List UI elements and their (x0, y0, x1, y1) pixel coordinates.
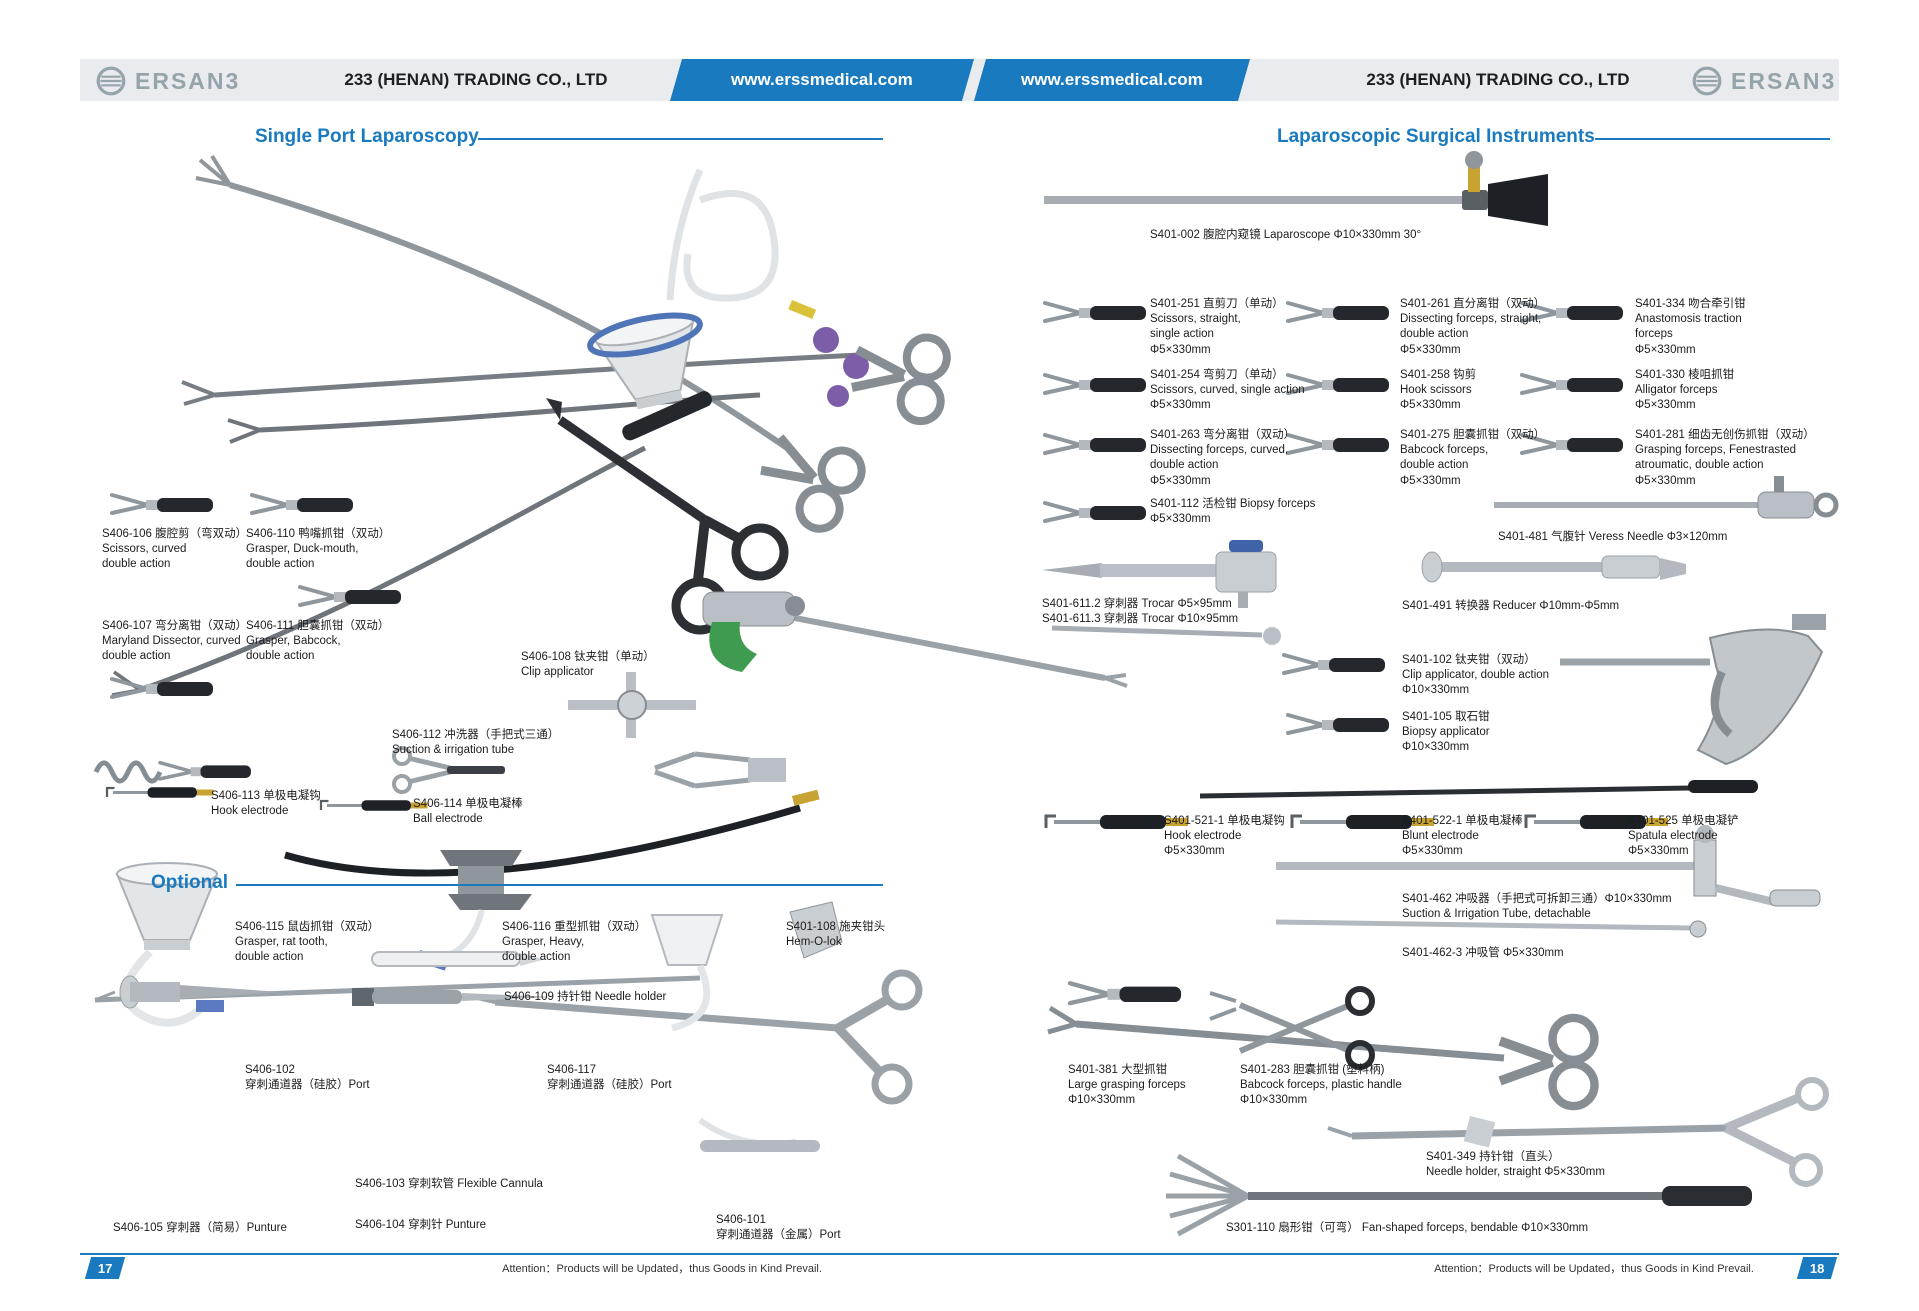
page-number-left: 17 (84, 1257, 126, 1279)
product-label-S401-481: S401-481 气腹针 Veress Needle Φ3×120mm (1498, 531, 1728, 543)
reducer-photo (1421, 551, 1686, 583)
product-label-S406-115: S406-115 鼠齿抓钳（双动）Grasper, rat tooth,doub… (235, 921, 380, 964)
single-port-assembly-photo (181, 154, 949, 536)
product-label-S401-283: S401-283 胆囊抓钳 (塑料柄)Babcock forceps, plas… (1240, 1064, 1402, 1107)
product-label-S401-261: S401-261 直分离钳（双动）Dissecting forceps, str… (1400, 298, 1546, 356)
product-label-S406-108: S406-108 钛夹钳（单动）Clip applicator (521, 651, 655, 679)
clip-applicator-gun-photo (1282, 614, 1826, 766)
babcock-grasper-photo (298, 585, 403, 607)
alligator-forceps-photo (1520, 373, 1625, 395)
brand-logo-text: ERSAN3 (135, 67, 241, 94)
product-label-S406-107: S406-107 弯分离钳（双动）Maryland Dissector, cur… (102, 620, 248, 663)
website-banner-right: www.erssmedical.com (973, 59, 1251, 101)
footer-rule (80, 1253, 1839, 1255)
suction-valve-photo (568, 672, 696, 738)
product-label-S401-251: S401-251 直剪刀（单动）Scissors, straight,singl… (1150, 298, 1284, 356)
section-title-left: Single Port Laparoscopy (255, 126, 479, 147)
brand-logo-icon (1692, 66, 1722, 96)
footer-note-right: Attention：Products will be Updated，thus … (1434, 1263, 1754, 1275)
brand-logo-right: ERSAN3 (1691, 63, 1836, 99)
trocar-photo (1041, 539, 1281, 645)
product-label-S406-111: S406-111 胆囊抓钳（双动）Grasper, Babcock,double… (246, 620, 390, 663)
dark-dissector-photo (546, 398, 789, 635)
babcock-forceps-photo (1286, 433, 1391, 455)
product-label-S401-263: S401-263 弯分离钳（双动）Dissecting forceps, cur… (1150, 429, 1296, 487)
website-url-left: www.erssmedical.com (731, 70, 913, 89)
product-label-S401-254: S401-254 弯剪刀（单动）Scissors, curved, single… (1150, 369, 1305, 412)
scissors-curved2-photo (1043, 373, 1148, 395)
section-title-optional: Optional (151, 872, 229, 893)
brand-logo-text: ERSAN3 (1731, 67, 1837, 94)
brand-logo-left: ERSAN3 (95, 63, 240, 99)
product-label-S406-116: S406-116 重型抓钳（双动）Grasper, Heavy,double a… (502, 921, 647, 964)
product-label-S401-002: S401-002 腹腔内窥镜 Laparoscope Φ10×330mm 30° (1150, 229, 1422, 241)
babcock-plastic-photo (1209, 986, 1375, 1070)
maryland-dissector-photo (110, 677, 215, 699)
title-rule-right (1595, 138, 1830, 140)
footer-note-left: Attention：Products will be Updated，thus … (502, 1263, 822, 1275)
product-label-S401-349: S401-349 持针钳（直头）Needle holder, straight … (1426, 1151, 1605, 1179)
hem-o-lok-photo (654, 751, 786, 789)
product-label-S406-109: S406-109 持针钳 Needle holder (504, 991, 667, 1003)
dissector-straight-photo (1286, 301, 1391, 323)
company-name-right: 233 (HENAN) TRADING CO., LTD (1366, 70, 1630, 89)
suction-tube-photo (1275, 919, 1707, 938)
brand-logo-icon (96, 66, 126, 96)
duckmouth-grasper-photo (250, 493, 355, 515)
simple-punture-photo (119, 975, 282, 1009)
product-label-S301-110: S301-110 扇形钳（可弯） Fan-shaped forceps, ben… (1226, 1222, 1589, 1234)
website-url-right: www.erssmedical.com (1021, 70, 1203, 89)
page-number-right-text: 18 (1809, 1260, 1825, 1276)
electrode-rod-photo (1199, 780, 1758, 799)
biopsy-forceps-photo (1043, 501, 1148, 523)
company-name-left: 233 (HENAN) TRADING CO., LTD (344, 70, 608, 89)
laparoscope-photo (1044, 151, 1548, 226)
product-label-S406-105: S406-105 穿刺器（简易）Punture (113, 1222, 287, 1234)
ball-electrode-photo (284, 789, 820, 877)
product-label-S406-112: S406-112 冲洗器（手把式三通）Suction & irrigation … (392, 729, 560, 757)
rat-tooth-grasper-photo (93, 760, 253, 784)
page-number-left-text: 17 (97, 1260, 113, 1276)
product-label-S401-102: S401-102 钛夹钳（双动）Clip applicator, double … (1402, 654, 1550, 697)
biopsy-applicator-photo (1286, 713, 1391, 735)
hook-electrode-photo (105, 786, 215, 799)
website-banner-left: www.erssmedical.com (669, 59, 975, 101)
scissors-curved-photo (110, 493, 215, 515)
product-label-S401-491: S401-491 转换器 Reducer Φ10mm-Φ5mm (1402, 600, 1620, 612)
scissors-straight-photo (1043, 301, 1148, 323)
product-label-S406-103: S406-103 穿刺软管 Flexible Cannula (355, 1178, 543, 1190)
product-label-S401-275: S401-275 胆囊抓钳（双动）Babcock forceps,double … (1400, 429, 1546, 487)
page-number-right: 18 (1796, 1257, 1838, 1279)
product-label-S401-462-3: S401-462-3 冲吸管 Φ5×330mm (1402, 947, 1564, 959)
title-rule-left (478, 138, 883, 140)
title-rule-optional (236, 884, 883, 886)
section-title-right: Laparoscopic Surgical Instruments (1277, 126, 1595, 147)
product-label-S401-281: S401-281 细齿无创伤抓钳（双动）Grasping forceps, Fe… (1635, 429, 1815, 487)
dissector-curved-photo (1043, 433, 1148, 455)
product-label-S406-110: S406-110 鸭嘴抓钳（双动）Grasper, Duck-mouth,dou… (246, 528, 391, 571)
product-label-S406-104: S406-104 穿刺针 Punture (355, 1219, 487, 1231)
